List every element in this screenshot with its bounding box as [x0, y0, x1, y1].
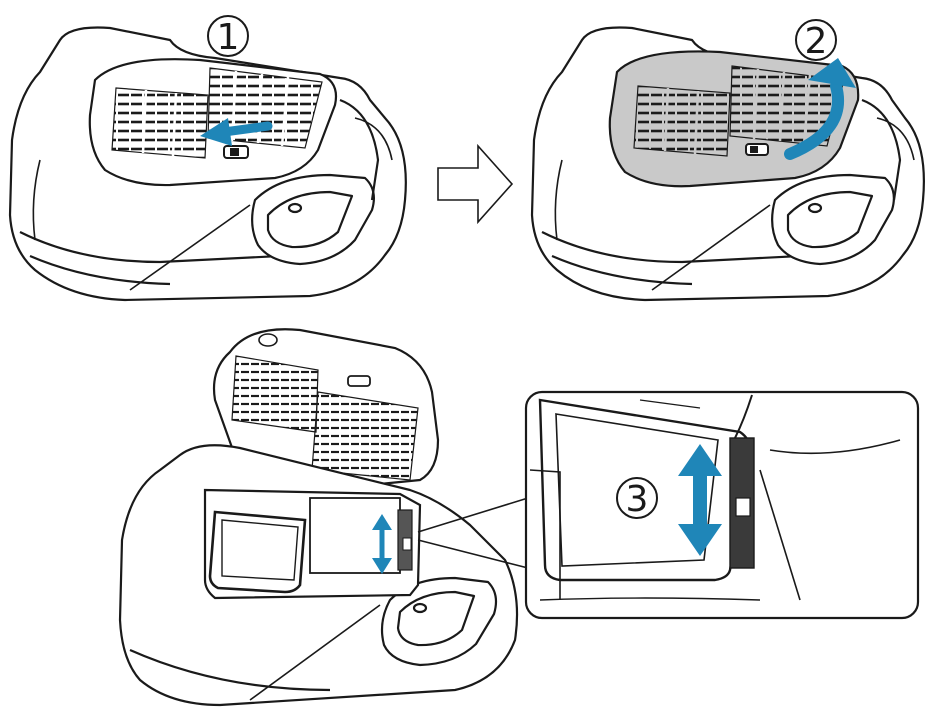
svg-text:3: 3 — [626, 479, 649, 520]
projector-body — [8, 26, 407, 302]
panel-step-2: 2 — [530, 19, 925, 302]
double-arrow-vertical-icon — [678, 444, 722, 556]
double-arrow-vertical-icon — [372, 514, 392, 574]
opened-air-filter-cover — [212, 328, 440, 494]
arrow-left-icon — [200, 118, 273, 146]
magnified-detail-callout: 3 — [524, 390, 920, 620]
step-number-2: 2 — [795, 19, 837, 62]
arrow-right-outline-icon — [437, 143, 514, 225]
step-number-3: 3 — [616, 477, 658, 520]
step-number-1: 1 — [207, 15, 249, 58]
curved-arrow-up-icon — [784, 58, 856, 160]
callout-leader — [417, 497, 529, 569]
vent-grille-left — [111, 87, 209, 159]
air-filter — [208, 510, 307, 594]
panel-step-1: 1 — [8, 15, 407, 302]
air-filter-cover — [608, 50, 860, 188]
svg-text:2: 2 — [805, 21, 828, 62]
panel-step-3: 3 — [118, 328, 920, 707]
cover-latch — [223, 145, 249, 159]
svg-text:1: 1 — [217, 17, 240, 58]
